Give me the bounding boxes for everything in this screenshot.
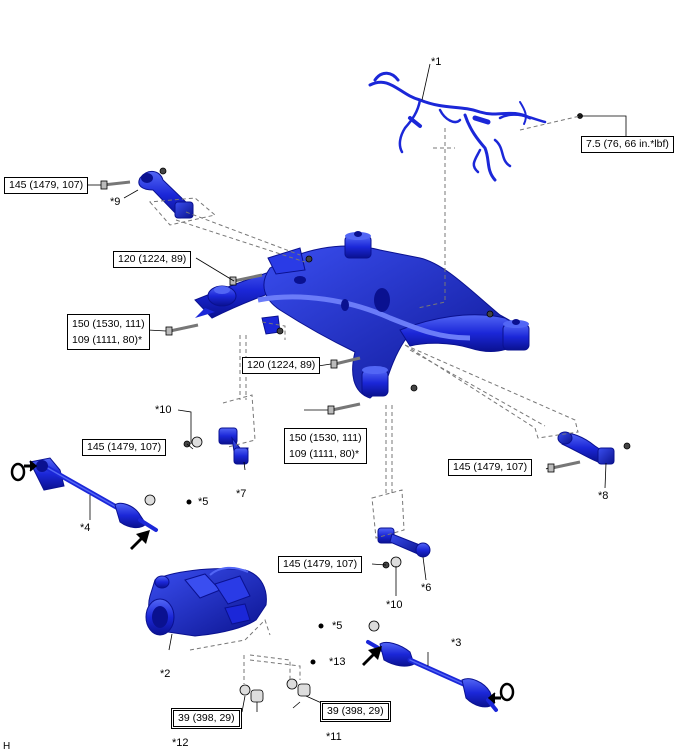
torque-upper-left: 145 (1479, 107) (4, 177, 89, 194)
link-7 (218, 427, 249, 465)
callout-9: *9 (110, 196, 121, 208)
torque-frame-bolt-line1: 150 (1530, 111) (72, 318, 145, 330)
guide-lines (148, 115, 581, 684)
torque-frame-left: 120 (1224, 89) (113, 251, 192, 268)
torque-frame-bolt-line2: 109 (1111, 80)* (72, 334, 143, 346)
dot-icon (186, 499, 324, 665)
torque-harness: 7.5 (76, 66 in.*lbf) (581, 136, 674, 153)
wire-harness (368, 71, 547, 182)
torque-rear-bolt-line1: 150 (1530, 111) (289, 432, 362, 444)
torque-rear-bolt: 150 (1530, 111) 109 (1111, 80)* (284, 428, 367, 464)
lower-arm-8 (557, 431, 615, 465)
drive-shaft-3 (366, 640, 498, 712)
rotation-arrow-icon (10, 460, 515, 704)
callout-10b: *10 (386, 599, 403, 611)
drive-shaft-4 (29, 457, 158, 532)
callout-13: *13 (329, 656, 346, 668)
torque-link-right: 145 (1479, 107) (448, 459, 533, 476)
callout-11: *11 (326, 731, 342, 743)
torque-plug-right: 39 (398, 29) (320, 701, 391, 722)
torque-frame-mid: 120 (1224, 89) (242, 357, 321, 374)
callout-6: *6 (421, 582, 432, 594)
torque-link-left: 145 (1479, 107) (82, 439, 167, 456)
torque-plug-left: 39 (398, 29) (171, 708, 242, 729)
corner-mark: H (3, 741, 11, 752)
callout-1: *1 (431, 56, 442, 68)
callout-5b: *5 (332, 620, 343, 632)
callout-5: *5 (198, 496, 209, 508)
callout-3: *3 (451, 637, 462, 649)
callout-12: *12 (172, 737, 189, 749)
suspension-member (194, 231, 530, 399)
direction-arrow-icon (130, 530, 382, 666)
link-6 (377, 527, 431, 558)
callout-7: *7 (236, 488, 247, 500)
fasteners (100, 113, 631, 703)
torque-link-bottom: 145 (1479, 107) (278, 556, 363, 573)
callout-2: *2 (160, 668, 171, 680)
torque-rear-bolt-line2: 109 (1111, 80)* (289, 448, 360, 460)
torque-frame-bolt: 150 (1530, 111) 109 (1111, 80)* (67, 314, 150, 350)
callout-4: *4 (80, 522, 91, 534)
callout-8: *8 (598, 490, 609, 502)
callout-10: *10 (155, 404, 172, 416)
upper-arm-9 (138, 171, 194, 219)
differential-2 (145, 566, 267, 637)
